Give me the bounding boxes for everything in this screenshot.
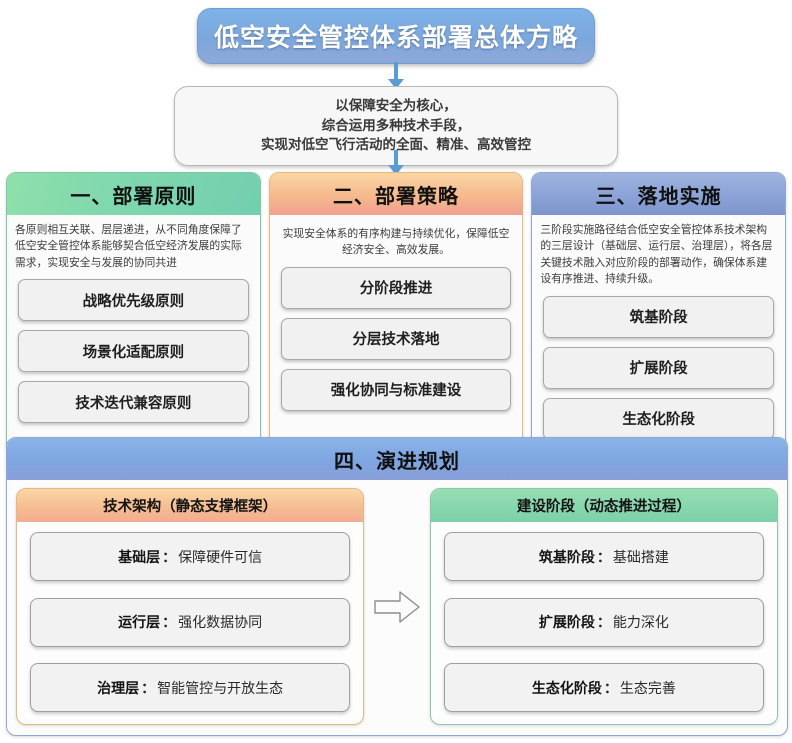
subpanel-construction-phases[interactable]: 建设阶段（动态推进过程） 筑基阶段：基础搭建 扩展阶段：能力深化 生态化阶段：生… [429, 488, 778, 725]
column-items-1: 战略优先级原则 场景化适配原则 技术迭代兼容原则 [7, 275, 260, 451]
subpanel-items-left: 基础层：保障硬件可信 运行层：强化数据协同 治理层：智能管控与开放生态 [17, 522, 363, 724]
subpanel-technical-architecture[interactable]: 技术架构（静态支撑框架） 基础层：保障硬件可信 运行层：强化数据协同 治理层：智… [16, 488, 365, 725]
item-text: 基础搭建 [612, 548, 669, 565]
list-item[interactable]: 筑基阶段：基础搭建 [443, 532, 764, 581]
item-text: 强化数据协同 [178, 614, 263, 630]
columns-container: 一、部署原则 各原则相互关联、层层递进，从不同角度保障了低空安全管控体系能够契合… [6, 172, 787, 453]
list-item[interactable]: 分阶段推进 [280, 266, 512, 309]
column-heading-3: 三、落地实施 [532, 173, 786, 215]
item-separator: ： [603, 679, 618, 696]
item-text: 保障硬件可信 [178, 548, 263, 565]
item-label: 治理层 [97, 679, 140, 696]
column-deployment-strategy[interactable]: 二、部署策略 实现安全体系的有序构建与持续优化，保障低空经济安全、高效发展。 分… [268, 172, 524, 453]
column-items-3: 筑基阶段 扩展阶段 生态化阶段 [532, 292, 785, 452]
item-separator: ： [141, 679, 156, 696]
subpanel-heading-left: 技术架构（静态支撑框架） [17, 489, 364, 522]
item-text: 智能管控与开放生态 [157, 679, 284, 696]
column-description-2: 实现安全体系的有序构建与持续优化，保障低空经济安全、高效发展。 [282, 228, 510, 257]
list-item[interactable]: 分层技术落地 [280, 317, 512, 360]
list-item[interactable]: 生态化阶段：生态完善 [443, 663, 764, 712]
item-separator: ： [162, 548, 177, 565]
item-separator: ： [596, 614, 611, 630]
list-item[interactable]: 生态化阶段 [543, 397, 775, 440]
item-separator: ： [162, 614, 177, 630]
column-implementation[interactable]: 三、落地实施 三阶段实施路径结合低空安全管控体系技术架构的三层设计（基础层、运行… [531, 172, 787, 453]
subtitle-line-3: 实现对低空飞行活动的全面、精准、高效管控 [261, 137, 531, 153]
list-item[interactable]: 治理层：智能管控与开放生态 [30, 663, 351, 712]
column-heading-2: 二、部署策略 [269, 173, 523, 215]
list-item[interactable]: 扩展阶段：能力深化 [443, 597, 764, 647]
item-separator: ： [596, 548, 611, 565]
section4-body: 技术架构（静态支撑框架） 基础层：保障硬件可信 运行层：强化数据协同 治理层：智… [7, 480, 787, 735]
title-container: 低空安全管控体系部署总体方略 [0, 8, 792, 64]
column-deployment-principles[interactable]: 一、部署原则 各原则相互关联、层层递进，从不同角度保障了低空安全管控体系能够契合… [6, 172, 261, 453]
column-description-1: 各原则相互关联、层层递进，从不同角度保障了低空安全管控体系能够契合低空经济发展的… [15, 224, 242, 269]
connector-stem [394, 62, 398, 80]
list-item[interactable]: 筑基阶段 [543, 295, 775, 338]
list-item[interactable]: 运行层：强化数据协同 [30, 597, 351, 647]
connector-arrow-title-to-subtitle [386, 62, 406, 89]
item-text: 生态完善 [619, 679, 676, 696]
list-item[interactable]: 强化协同与标准建设 [280, 368, 512, 411]
connector-arrowhead-icon [388, 79, 404, 89]
section4-heading: 四、演进规划 [7, 438, 787, 480]
column-heading-1: 一、部署原则 [7, 173, 260, 215]
connector-stem [394, 150, 398, 166]
item-label: 运行层 [118, 614, 161, 630]
section-evolution-planning: 四、演进规划 技术架构（静态支撑框架） 基础层：保障硬件可信 运行层：强化数据协… [6, 437, 788, 736]
subpanel-items-right: 筑基阶段：基础搭建 扩展阶段：能力深化 生态化阶段：生态完善 [431, 522, 777, 724]
connector-arrowhead-icon [388, 165, 404, 175]
list-item[interactable]: 战略优先级原则 [18, 279, 249, 322]
right-block-arrow-icon [374, 590, 420, 623]
arrow-gap [364, 488, 430, 725]
list-item[interactable]: 扩展阶段 [543, 346, 775, 389]
item-label: 扩展阶段 [538, 614, 595, 630]
subtitle-line-2: 综合运用多种技术手段， [321, 117, 471, 133]
page-title: 低空安全管控体系部署总体方略 [197, 8, 595, 64]
item-label: 基础层 [118, 548, 161, 565]
list-item[interactable]: 技术迭代兼容原则 [18, 381, 249, 424]
column-items-2: 分阶段推进 分层技术落地 强化协同与标准建设 [270, 263, 523, 452]
list-item[interactable]: 基础层：保障硬件可信 [30, 532, 351, 581]
list-item[interactable]: 场景化适配原则 [18, 330, 249, 373]
item-text: 能力深化 [612, 614, 669, 630]
column-description-3: 三阶段实施路径结合低空安全管控体系技术架构的三层设计（基础层、运行层、治理层），… [540, 224, 773, 286]
subpanel-heading-right: 建设阶段（动态推进过程） [430, 489, 777, 522]
item-label: 生态化阶段 [531, 679, 602, 696]
item-label: 筑基阶段 [538, 548, 595, 565]
subtitle-line-1: 以保障安全为核心， [335, 98, 457, 113]
connector-arrow-subtitle-to-columns [386, 150, 406, 175]
